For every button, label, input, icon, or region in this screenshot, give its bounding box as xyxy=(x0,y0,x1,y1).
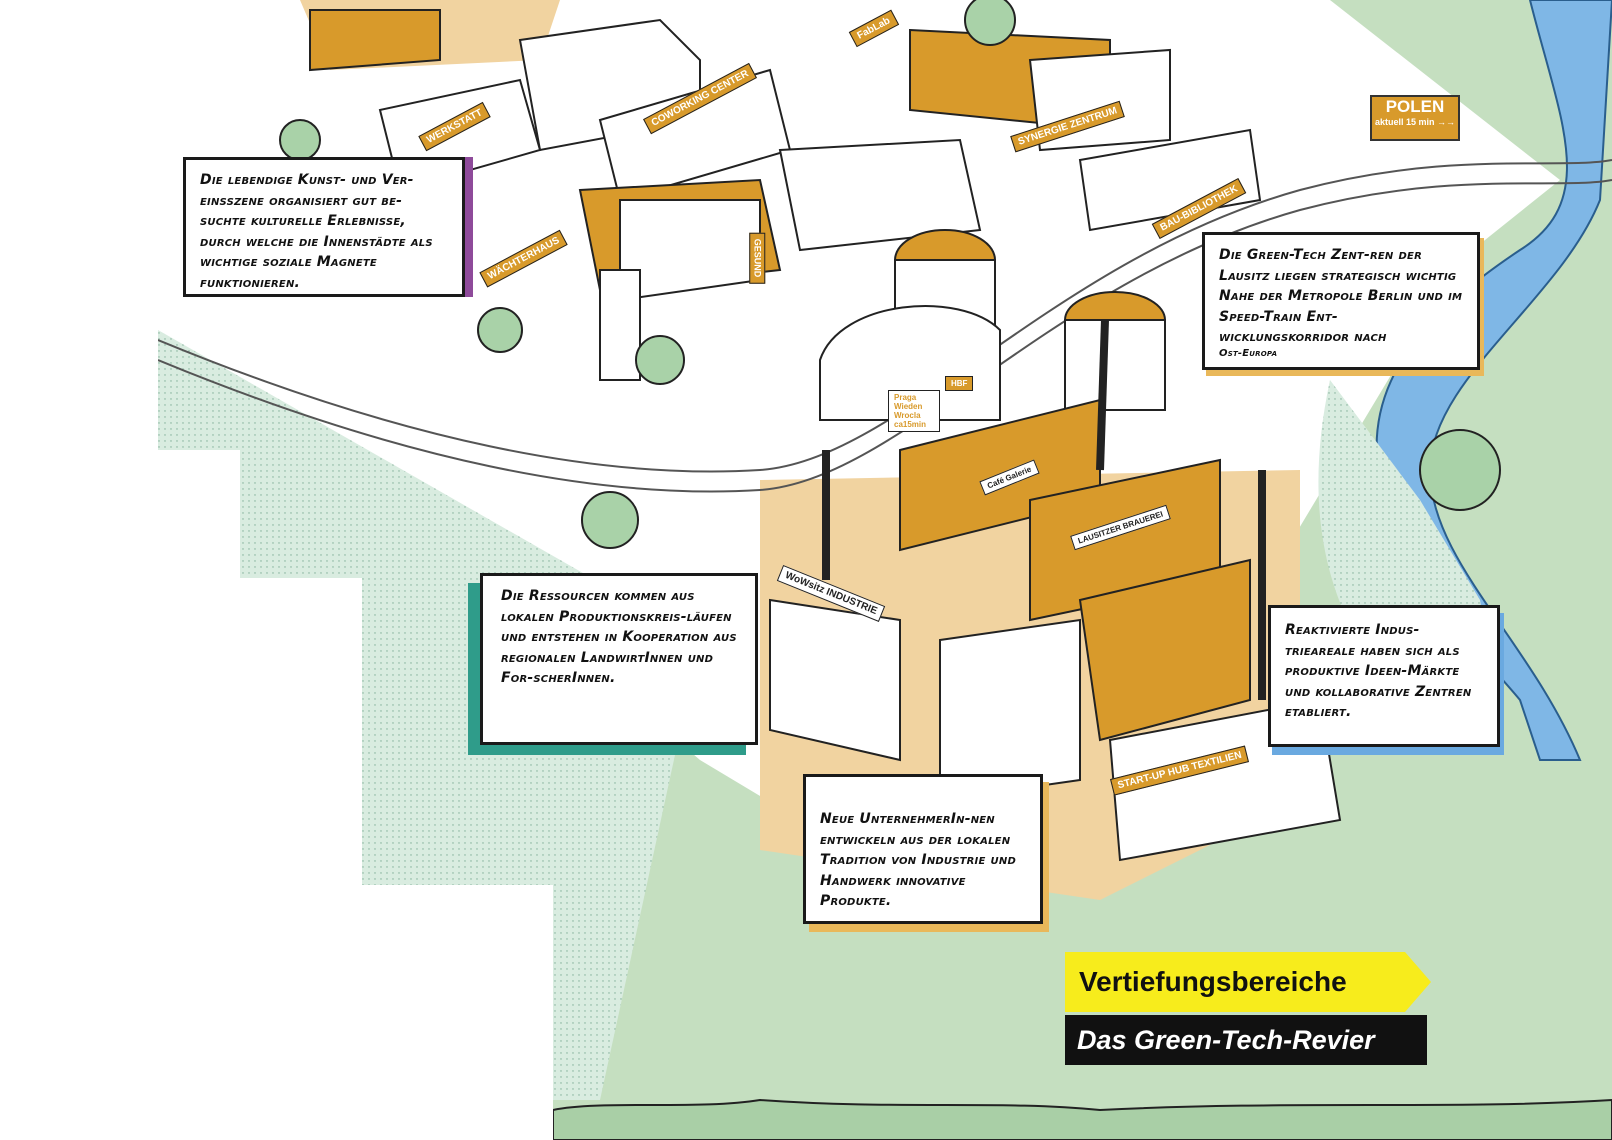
hbf-label: HBF xyxy=(945,376,974,391)
callout-resources: Die Ressourcen kommen aus lokalen Produk… xyxy=(480,573,758,745)
section-subtitle: Das Green-Tech-Revier xyxy=(1065,1015,1427,1065)
polen-subtitle: aktuell 15 min →→ xyxy=(1374,117,1456,127)
gesund-label: GESUND xyxy=(749,232,766,284)
section-title: Vertiefungsbereiche xyxy=(1065,952,1431,1012)
polen-sign: POLEN aktuell 15 min →→ xyxy=(1370,95,1460,141)
callout-industry: Reaktivierte Indus-trieareale haben sich… xyxy=(1268,605,1500,747)
callout-entrepreneurs: Neue UnternehmerIn-nen entwickeln aus de… xyxy=(803,774,1043,924)
callout-greentech: Die Green-Tech Zent-ren der Lausitz lieg… xyxy=(1202,232,1480,370)
callout-greentech-text: Die Green-Tech Zent-ren der Lausitz lieg… xyxy=(1219,247,1463,345)
polen-title: POLEN xyxy=(1385,97,1445,116)
station-sign: Praga Wieden Wrocla ca15min xyxy=(888,390,940,432)
callout-greentech-small: Ost-Europa xyxy=(1219,347,1278,359)
callout-culture: Die lebendige Kunst- und Ver-einsszene o… xyxy=(183,157,465,297)
